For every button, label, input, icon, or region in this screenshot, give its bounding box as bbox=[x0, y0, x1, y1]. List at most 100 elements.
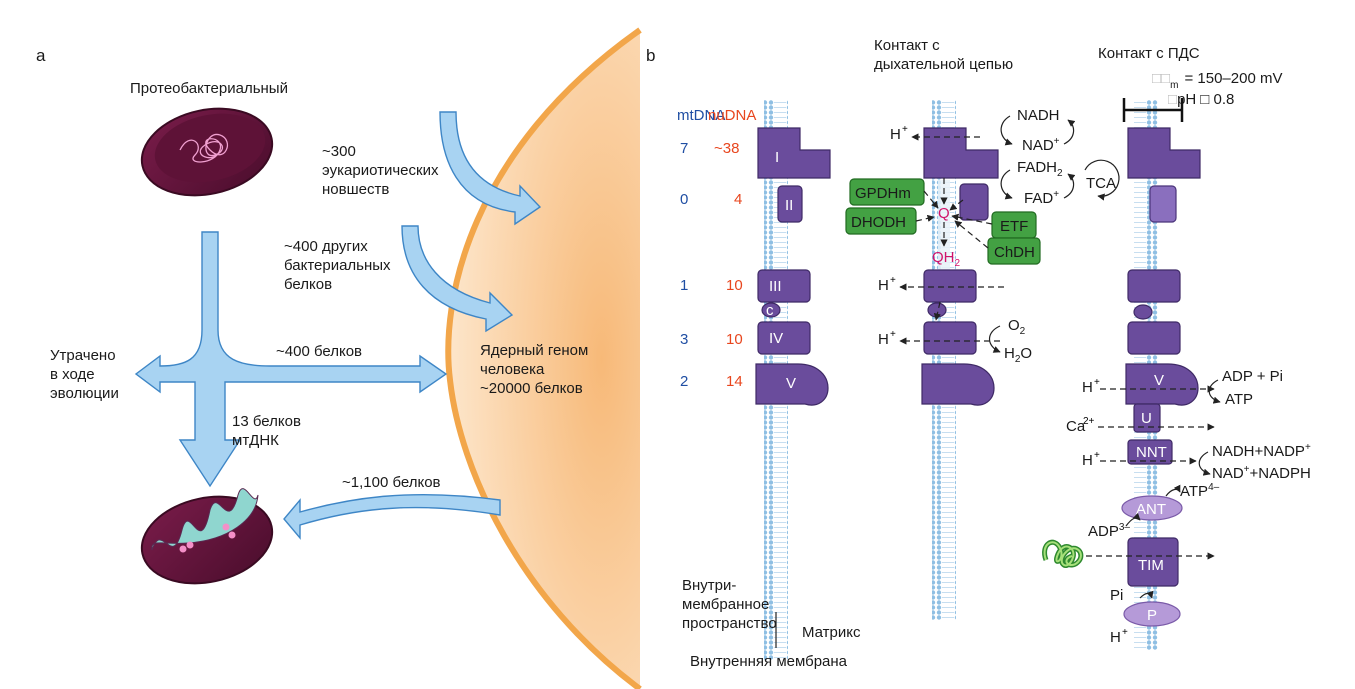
complex-IV: IV bbox=[757, 321, 811, 355]
svg-text:13 белков: 13 белков bbox=[232, 413, 301, 430]
cytochrome-c: c bbox=[761, 302, 781, 319]
complex-II: II bbox=[777, 185, 803, 223]
svg-text:Ca: Ca bbox=[1066, 418, 1086, 435]
complex-V: V bbox=[755, 363, 829, 406]
proteins-1100-label: ~1,100 белков bbox=[342, 474, 441, 491]
chdh-to-q-arrow bbox=[954, 220, 989, 249]
arrow-bacterial-proteins bbox=[401, 225, 514, 333]
svg-text:c: c bbox=[766, 302, 774, 319]
qh2-label: QH2 bbox=[932, 249, 961, 269]
svg-text:+: + bbox=[890, 275, 896, 286]
svg-text:H: H bbox=[890, 126, 901, 143]
svg-text:в ходе: в ходе bbox=[50, 366, 95, 383]
h2o-label: H2O bbox=[1004, 345, 1032, 365]
svg-text:мембранное: мембранное bbox=[682, 596, 769, 613]
pmf-complex-I bbox=[1127, 127, 1201, 179]
nadh-label: NADH bbox=[1017, 107, 1060, 124]
adp-to-atp-arrow bbox=[1208, 379, 1221, 404]
svg-text:4: 4 bbox=[734, 191, 742, 208]
pi-label: Pi bbox=[1110, 587, 1123, 604]
svg-text:10: 10 bbox=[726, 277, 743, 294]
svg-text:GPDHm: GPDHm bbox=[855, 185, 911, 202]
ancestor-bacterium-icon bbox=[140, 107, 274, 197]
membrane-width-bar bbox=[1122, 98, 1184, 122]
pmf-complex-II bbox=[1149, 185, 1177, 223]
svg-text:~400 других: ~400 других bbox=[284, 238, 368, 255]
pmf-cytochrome-c bbox=[1133, 304, 1153, 320]
arrow-vertical-split bbox=[134, 231, 448, 488]
col-mtdna-header: mtDNA bbox=[677, 107, 725, 124]
nadh-nadp-label: NADH+NADP+ bbox=[1212, 442, 1311, 460]
resp-header: Контакт с дыхательной цепью bbox=[874, 37, 1013, 73]
svg-text:бактериальных: бактериальных bbox=[284, 257, 391, 274]
svg-text:пространство: пространство bbox=[682, 615, 777, 632]
svg-text:Утрачено: Утрачено bbox=[50, 347, 116, 364]
other-bacterial-label: ~400 других бактериальных белков bbox=[284, 238, 391, 293]
resp-complex-II bbox=[959, 183, 989, 221]
green-dhodh: DHODH bbox=[845, 207, 917, 235]
svg-text:ETF: ETF bbox=[1000, 218, 1028, 235]
resp-complex-I bbox=[923, 127, 999, 179]
adp-import-arrow bbox=[1125, 512, 1141, 527]
o2-label: O2 bbox=[1008, 317, 1026, 337]
col-nudna-header: nuDNA bbox=[708, 107, 756, 124]
hplus-nnt: H+ bbox=[1082, 450, 1197, 469]
nad-nadph-label: NAD++NADPH bbox=[1212, 464, 1311, 482]
svg-text:Внутри-: Внутри- bbox=[682, 577, 736, 594]
uniporter-U: U bbox=[1133, 403, 1161, 433]
svg-text:H: H bbox=[878, 277, 889, 294]
svg-text:дыхательной цепью: дыхательной цепью bbox=[874, 56, 1013, 73]
svg-text:NNT: NNT bbox=[1136, 444, 1167, 461]
nuclear-envelope bbox=[445, 27, 642, 689]
arrow-novelties bbox=[439, 111, 542, 226]
inner-membrane-label: Внутренняя мембрана bbox=[690, 653, 848, 670]
complex-III: III bbox=[757, 269, 811, 303]
resp-hplus-4: H+ bbox=[878, 329, 1000, 348]
svg-text:U: U bbox=[1141, 410, 1152, 427]
svg-text:2+: 2+ bbox=[1083, 416, 1095, 427]
svg-text:H: H bbox=[1110, 629, 1121, 646]
svg-text:0: 0 bbox=[680, 191, 688, 208]
pmf-header: Контакт с ПДС bbox=[1098, 45, 1200, 62]
svg-text:человека: человека bbox=[480, 361, 545, 378]
arrow-1100-proteins bbox=[283, 493, 501, 540]
panel-a-label: a bbox=[36, 46, 46, 65]
svg-text:новшеств: новшеств bbox=[322, 181, 389, 198]
nad-curve-arrow bbox=[1063, 119, 1076, 145]
svg-text:~38: ~38 bbox=[714, 140, 739, 157]
svg-text:3: 3 bbox=[680, 331, 688, 348]
matrix-label: Матрикс bbox=[802, 624, 861, 641]
fadh-curve-arrow bbox=[1000, 169, 1013, 200]
mitochondrion-icon bbox=[140, 488, 274, 585]
svg-text:I: I bbox=[775, 149, 779, 166]
svg-text:белков: белков bbox=[284, 276, 332, 293]
svg-text:+: + bbox=[1094, 450, 1100, 461]
resp-hplus-1: H+ bbox=[890, 124, 980, 143]
cytc-arrow bbox=[933, 301, 941, 321]
svg-text:II: II bbox=[785, 197, 793, 214]
svg-text:~20000 белков: ~20000 белков bbox=[480, 380, 583, 397]
panel-b-label: b bbox=[646, 46, 655, 65]
svg-text:+: + bbox=[890, 329, 896, 340]
ancestor-label: Протеобактериальный bbox=[130, 80, 288, 97]
svg-text:10: 10 bbox=[726, 331, 743, 348]
svg-text:TCA: TCA bbox=[1086, 175, 1116, 192]
nucleus-shape bbox=[448, 30, 640, 689]
svg-text:H: H bbox=[1082, 452, 1093, 469]
resp-complex-III bbox=[923, 269, 977, 303]
pmf-complex-V: V bbox=[1125, 363, 1199, 406]
proteins-400-label: ~400 белков bbox=[276, 343, 362, 360]
svg-text:TIM: TIM bbox=[1138, 557, 1164, 574]
svg-text:P: P bbox=[1147, 607, 1157, 624]
nad-label: NAD+ bbox=[1022, 136, 1060, 154]
hplus-phosphate: H+ bbox=[1110, 627, 1128, 646]
resp-complex-V bbox=[921, 363, 995, 406]
phosphate-carrier: P bbox=[1123, 601, 1181, 627]
hplus-atp-synthase: H+ bbox=[1082, 377, 1215, 396]
fadh2-label: FADH2 bbox=[1017, 159, 1063, 179]
svg-text:Контакт с: Контакт с bbox=[874, 37, 940, 54]
svg-text:V: V bbox=[1154, 372, 1164, 389]
svg-text:14: 14 bbox=[726, 373, 743, 390]
complex-I: I bbox=[757, 127, 831, 179]
green-etf: ETF bbox=[991, 211, 1037, 239]
